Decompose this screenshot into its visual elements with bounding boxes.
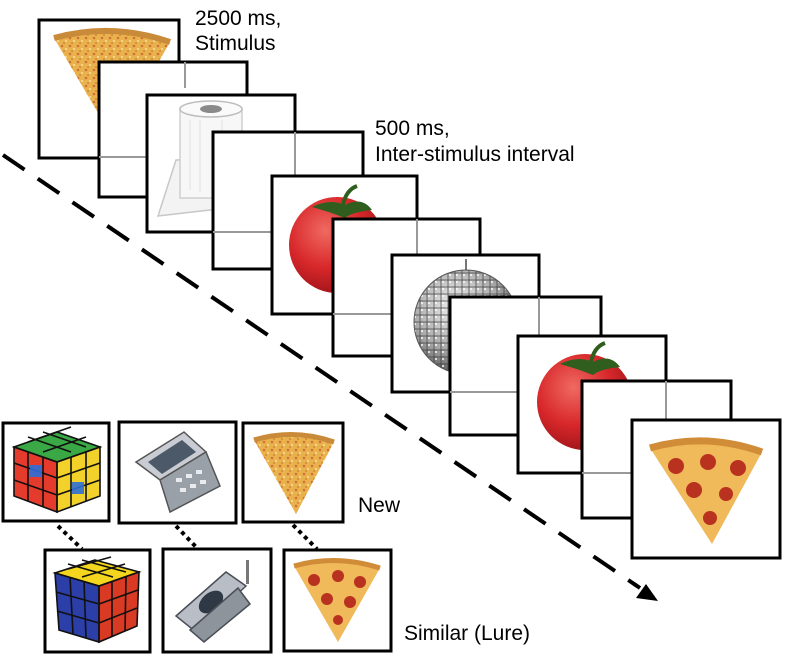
pizza-slice-image [253,432,335,514]
new-item-rubiks-cube [1,421,111,523]
flip-phone-image [134,431,221,514]
stimulus-name-label: Stimulus [195,32,276,55]
new-item-pizza-slice [241,421,345,524]
timeline-arrow [1,153,658,601]
pair-connectors [56,523,319,551]
lure-item-rubiks-cube [43,548,152,654]
lure-item-flip-phone [161,547,273,654]
new-items-label: New [358,494,401,517]
pepperoni-pizza-image [293,558,381,642]
rubiks-cube-image [52,556,142,644]
new-item-flip-phone [117,420,238,525]
pepperoni-pizza-image [649,437,764,544]
lure-item-pepperoni-pizza [282,548,393,653]
lure-items-label: Similar (Lure) [404,622,531,645]
stimulus-duration-label: 2500 ms, [195,7,282,30]
isi-name-label: Inter-stimulus interval [375,143,575,166]
flip-phone-image [174,560,252,643]
isi-duration-label: 500 ms, [375,117,450,140]
rubiks-cube-image [11,426,103,514]
stimulus-frame-pepperoni-pizza [630,418,782,560]
